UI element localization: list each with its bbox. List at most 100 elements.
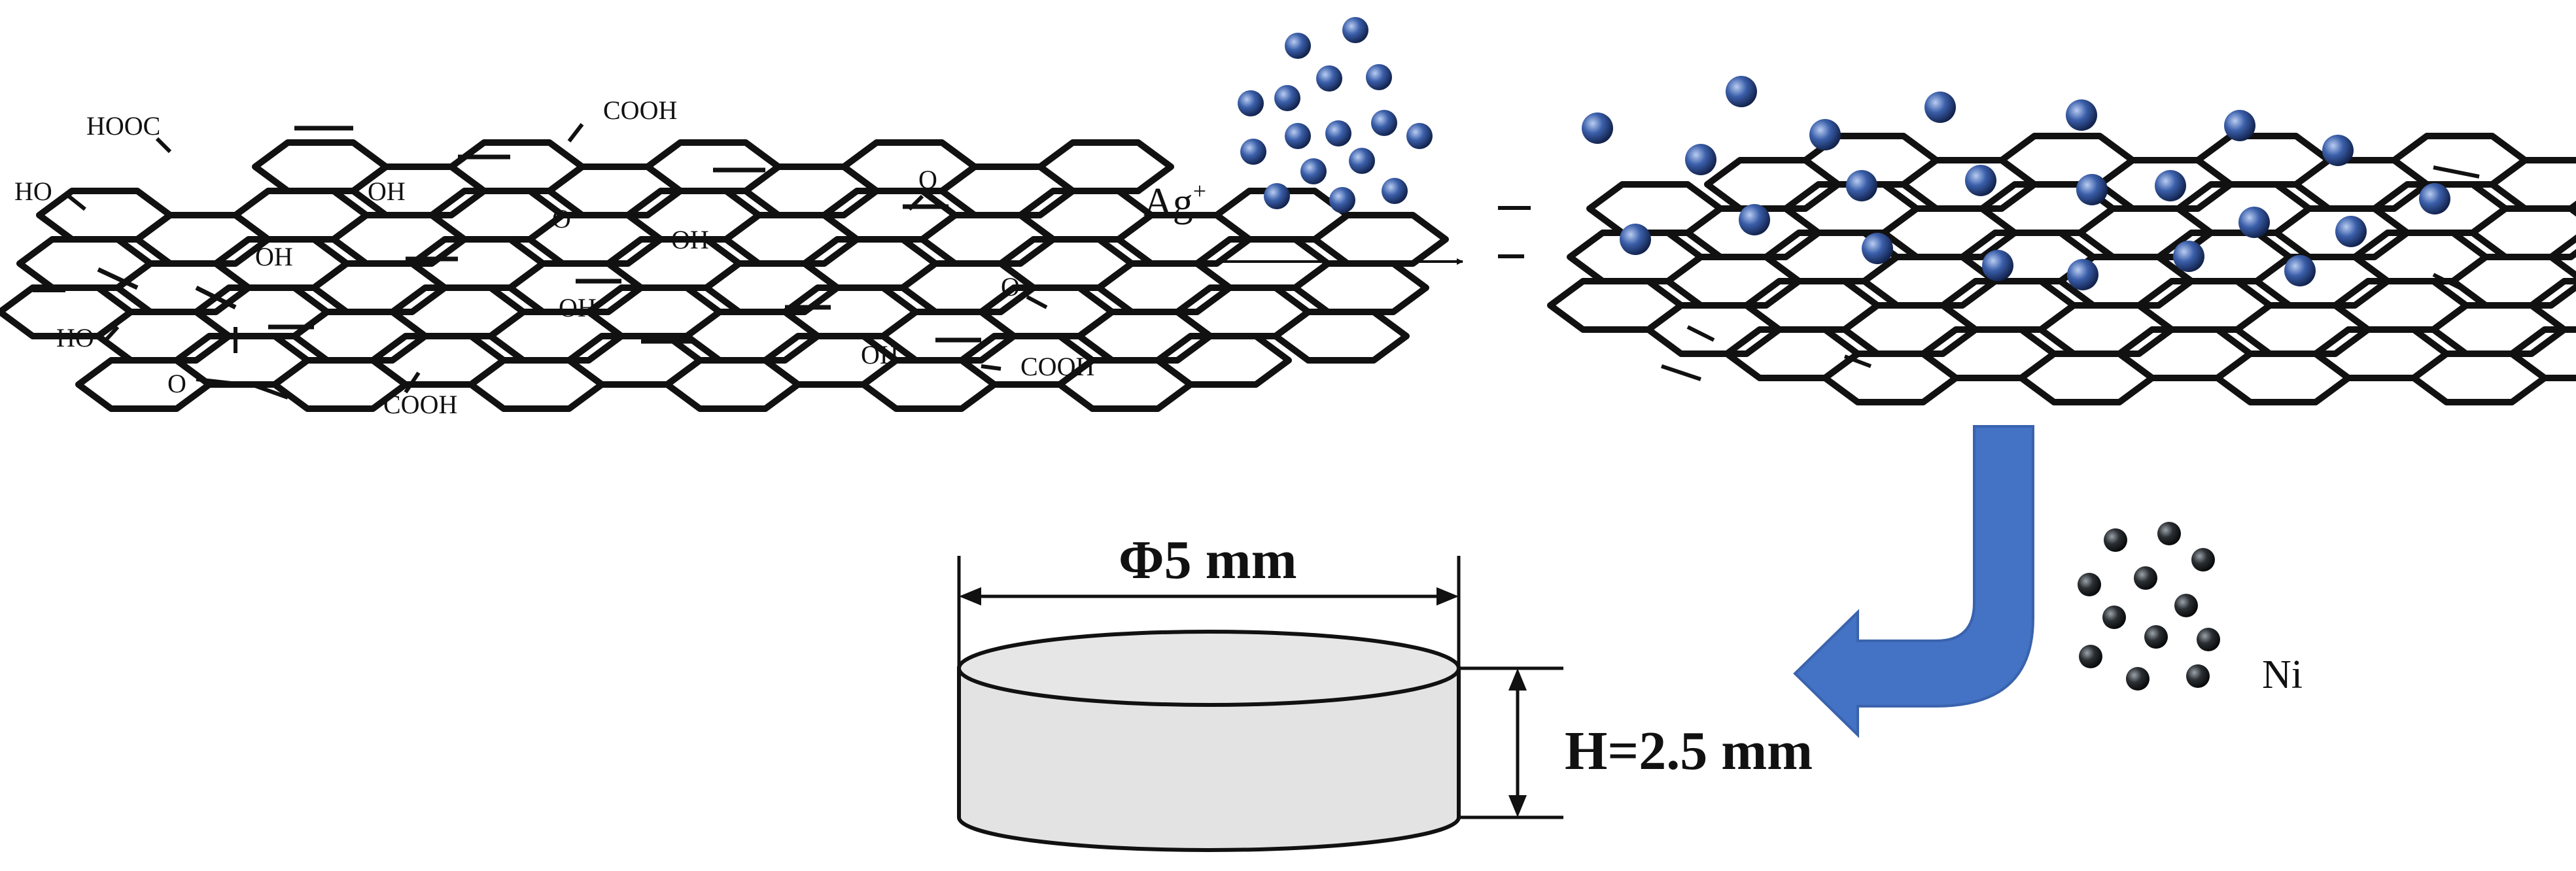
ni-particle (2174, 594, 2198, 617)
ni-particle (2186, 664, 2210, 688)
label-cooh-top: COOH (603, 95, 677, 125)
ag-particle (2238, 207, 2270, 238)
substituent-bond (404, 371, 421, 394)
ag-particle (2322, 135, 2354, 166)
label-oh-2: OH (255, 242, 293, 271)
hexagon-ring (2567, 200, 2576, 217)
substituent-bond (981, 364, 1001, 371)
ag-particle (2335, 216, 2367, 247)
ag-particle (1739, 204, 1770, 235)
label-hooc: HOOC (86, 111, 160, 141)
hexagon-ring (1272, 309, 1410, 364)
diameter-dimension (957, 556, 1461, 668)
ag-particle (1285, 33, 1311, 59)
hexagon-ring (1312, 212, 1449, 267)
ag-particle (2067, 259, 2098, 290)
edge-stub (1843, 354, 1872, 368)
label-ho-left-top: HO (14, 177, 52, 206)
edge-stub (1686, 325, 1715, 342)
ag-particle (2284, 255, 2316, 286)
go-functional-groups: HOOC COOH HO OH O O OH OH O OH HO OH COO… (14, 95, 1094, 419)
substituent-bond (64, 192, 86, 211)
ag-particle (1329, 187, 1355, 213)
ni-particle (2126, 667, 2150, 691)
ag-particle (2076, 174, 2108, 205)
ag-particle (1685, 144, 1716, 175)
ag-particle (1366, 64, 1392, 90)
double-bond (195, 285, 237, 310)
ni-particle (2079, 645, 2102, 668)
substituent-bond (907, 194, 924, 211)
ag-particle (1325, 120, 1351, 146)
label-ketone-o: O (167, 369, 186, 398)
ni-particle (2104, 528, 2127, 552)
graphene-oxide-sheet (0, 123, 1449, 412)
edge-stub (2432, 273, 2461, 290)
label-o-3: O (1001, 272, 1020, 301)
height-label: H=2.5 mm (1565, 721, 1813, 781)
ag-particle (1264, 183, 1290, 209)
ag-particle (1620, 224, 1651, 255)
ag-particle (1300, 158, 1327, 184)
ag-particle (1726, 76, 1757, 107)
edge-stub (2433, 165, 2480, 179)
ni-particle-cluster (2078, 522, 2220, 691)
ag-particle-cluster (1238, 17, 1433, 213)
double-bond (97, 267, 139, 290)
ag-particle (1382, 178, 1408, 204)
substituent-bond (103, 325, 120, 343)
label-oh-1: OH (368, 177, 406, 206)
ag-particle (1965, 165, 1996, 196)
ni-particle (2102, 606, 2126, 629)
ag-particle (1406, 123, 1433, 149)
ag-particle (1240, 139, 1266, 165)
label-oh-3: OH (671, 225, 709, 254)
label-oh-5: OH (861, 340, 899, 369)
ag-reduction-arrow: Ag+ (1132, 178, 1463, 265)
ag-particle (1809, 119, 1841, 150)
ag-particle (2155, 170, 2186, 201)
diameter-label: Φ5 mm (1119, 530, 1297, 590)
ag-particle (1982, 250, 2013, 281)
ag-particle (1316, 65, 1342, 92)
label-oh-4: OH (559, 293, 597, 322)
edge-stub (1661, 364, 1701, 381)
label-o-1: O (918, 165, 937, 194)
height-dimension (1459, 666, 1563, 819)
ag-decorated-graphene-sheet (1498, 126, 2576, 405)
ag-particle (1924, 92, 1956, 123)
ag-ion-label: Ag+ (1143, 178, 1206, 225)
hexagon-ring (2509, 326, 2576, 381)
substituent-bond (254, 384, 289, 400)
composite-pellet (957, 630, 1461, 852)
ag-particle (1582, 112, 1613, 144)
ag-particle (2066, 99, 2097, 131)
ag-particle (2224, 110, 2255, 141)
process-arrow (1793, 425, 2034, 738)
ni-particle (2134, 566, 2157, 590)
substituent-bond (567, 123, 584, 143)
label-o-2: O (552, 204, 571, 233)
ni-particle (2157, 522, 2181, 545)
ag-particle (1285, 123, 1311, 149)
ag-particle (1238, 90, 1264, 116)
hexagon-ring (2489, 157, 2576, 212)
ni-particle (2144, 625, 2168, 649)
ag-particle (2173, 241, 2204, 272)
ag-particle (1846, 170, 1877, 201)
ag-particle (1349, 148, 1375, 174)
label-cooh-right: COOH (1020, 352, 1094, 381)
hexagon-ring (1292, 260, 1429, 315)
ag-particle (1274, 85, 1300, 111)
substituent-bond (196, 377, 256, 388)
ag-particle (1342, 17, 1368, 43)
label-cooh-bottom: COOH (383, 390, 457, 419)
substituent-bond (155, 137, 172, 154)
ag-particle (2419, 183, 2450, 214)
substituent-bond (1026, 295, 1048, 309)
ni-label: Ni (2262, 653, 2303, 697)
ag-particle (1862, 233, 1893, 264)
label-ho-left-bottom: HO (56, 323, 94, 352)
ni-particle (2078, 573, 2101, 596)
